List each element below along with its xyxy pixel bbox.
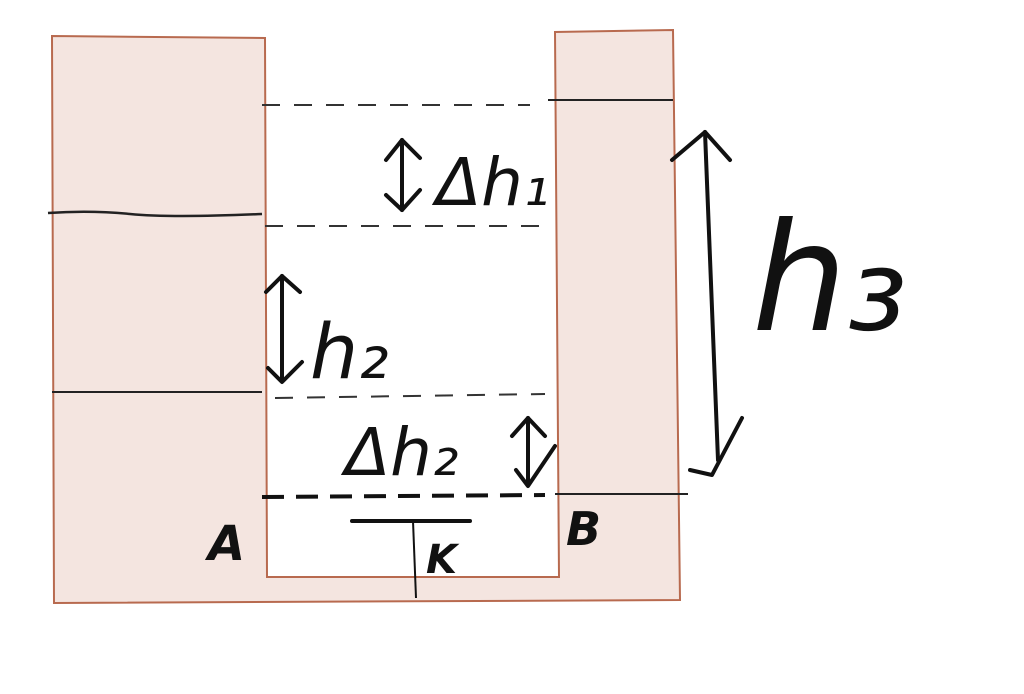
valve-stem: [412, 520, 417, 599]
vessel-wall: [50, 28, 682, 605]
label-point-b: B: [566, 502, 601, 556]
h3-arrow: [670, 130, 744, 477]
delta-h1-arrow: [384, 138, 422, 212]
label-delta-h1: Δh₁: [431, 144, 549, 221]
label-valve-k: K: [426, 537, 460, 583]
label-delta-h2: Δh₂: [340, 414, 458, 491]
delta-h2-arrow: [510, 416, 557, 488]
label-point-a: A: [204, 516, 245, 572]
h2-arrow: [264, 274, 304, 384]
dashed-level-ab: [261, 493, 546, 499]
dashed-level-3: [274, 393, 546, 399]
left-top-level-line: [47, 210, 263, 218]
label-h3: h₃: [752, 192, 907, 366]
label-h2: h₂: [310, 307, 389, 396]
